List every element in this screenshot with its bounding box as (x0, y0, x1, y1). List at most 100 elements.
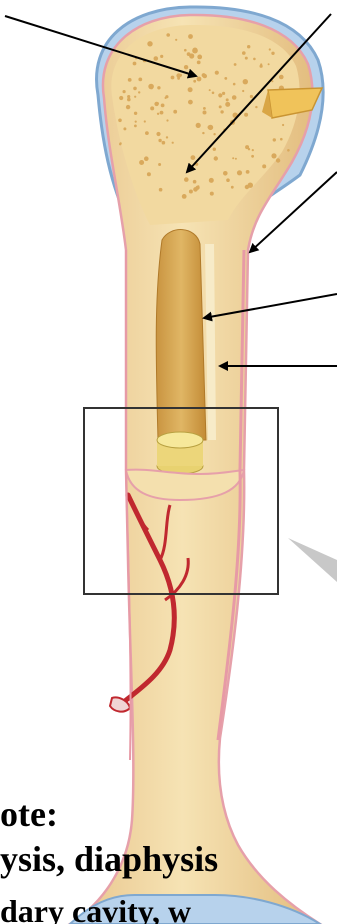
spongy-dot (212, 92, 215, 95)
spongy-dot (184, 65, 188, 69)
spongy-dot (255, 106, 257, 108)
spongy-dot (126, 105, 130, 109)
spongy-dot (196, 123, 201, 128)
spongy-dot (224, 77, 227, 80)
spongy-dot (219, 105, 222, 108)
spongy-dot (148, 84, 154, 90)
spongy-dot (177, 77, 180, 80)
spongy-dot (172, 142, 174, 144)
spongy-dot (166, 136, 168, 138)
spongy-dot (231, 186, 234, 189)
spongy-dot (279, 75, 284, 80)
spongy-dot (209, 89, 211, 91)
spongy-dot (191, 155, 196, 160)
spongy-dot (160, 111, 164, 115)
spongy-dot (166, 33, 170, 37)
spongy-dot (193, 180, 197, 184)
spongy-dot (123, 127, 126, 130)
spongy-dot (173, 110, 177, 114)
spongy-dot (243, 79, 248, 84)
spongy-dot (133, 62, 137, 66)
spongy-dot (208, 125, 213, 130)
spongy-dot (213, 148, 216, 151)
spongy-dot (150, 106, 154, 110)
spongy-dot (210, 192, 214, 196)
spongy-dot (119, 96, 123, 100)
spongy-dot (175, 39, 177, 41)
spongy-dot (158, 139, 161, 142)
spongy-dot (245, 57, 248, 60)
spongy-dot (134, 112, 137, 115)
spongy-dot (242, 51, 246, 55)
spongy-dot (233, 83, 236, 86)
spongy-dot (166, 119, 168, 121)
spongy-dot (134, 96, 136, 98)
spongy-dot (156, 132, 160, 136)
spongy-dot (271, 52, 274, 55)
spongy-dot (144, 120, 146, 122)
spongy-dot (273, 138, 276, 141)
spongy-dot (287, 149, 290, 152)
spongy-dot (235, 158, 237, 160)
spongy-dot (214, 156, 218, 160)
spongy-dot (202, 73, 206, 77)
spongy-dot (135, 121, 137, 123)
spongy-dot (213, 133, 215, 135)
spongy-dot (118, 119, 122, 123)
spongy-dot (158, 163, 161, 166)
zoom-pointer (288, 538, 337, 582)
spongy-dot (188, 34, 193, 39)
spongy-dot (269, 48, 271, 50)
spongy-dot (226, 178, 230, 182)
spongy-dot (271, 153, 276, 158)
marrow-cylinder-top (157, 432, 203, 448)
spongy-dot (161, 104, 165, 108)
spongy-dot (157, 113, 159, 115)
spongy-dot (157, 86, 160, 89)
spongy-dot (268, 63, 270, 65)
spongy-dot (197, 77, 202, 82)
spongy-dot (251, 155, 254, 158)
spongy-dot (209, 178, 214, 183)
spongy-dot (225, 102, 230, 107)
spongy-dot (123, 90, 126, 93)
spongy-dot (203, 111, 207, 115)
spongy-dot (154, 56, 159, 61)
spongy-dot (232, 95, 237, 100)
spongy-dot (280, 138, 283, 141)
spongy-dot (184, 49, 187, 52)
spongy-dot (165, 95, 168, 98)
spongy-dot (128, 78, 132, 82)
spongy-dot (147, 41, 152, 46)
spongy-dot (218, 93, 222, 97)
caption-line-3: dary cavity, w (0, 893, 191, 924)
spongy-dot (134, 125, 137, 128)
spongy-dot (138, 78, 142, 82)
spongy-dot (247, 45, 250, 48)
spongy-dot (226, 98, 229, 101)
spongy-dot (157, 102, 159, 104)
spongy-dot (188, 100, 193, 105)
spongy-dot (222, 92, 225, 95)
spongy-dot (245, 145, 249, 149)
spongy-dot (127, 95, 130, 98)
spongy-dot (260, 65, 263, 68)
spongy-dot (202, 132, 204, 134)
spongy-dot (159, 188, 163, 192)
spongy-dot (138, 91, 140, 93)
spongy-dot (197, 185, 199, 187)
spongy-dot (145, 131, 149, 135)
spongy-dot (144, 156, 149, 161)
spongy-dot (244, 113, 248, 117)
spongy-dot (250, 95, 253, 98)
spongy-dot (197, 61, 201, 65)
spongy-dot (147, 172, 151, 176)
spongy-dot (282, 124, 284, 126)
spongy-dot (171, 76, 175, 80)
spongy-dot (193, 187, 198, 192)
spongy-dot (189, 53, 194, 58)
spongy-dot (133, 87, 137, 91)
spongy-dot (119, 142, 121, 144)
